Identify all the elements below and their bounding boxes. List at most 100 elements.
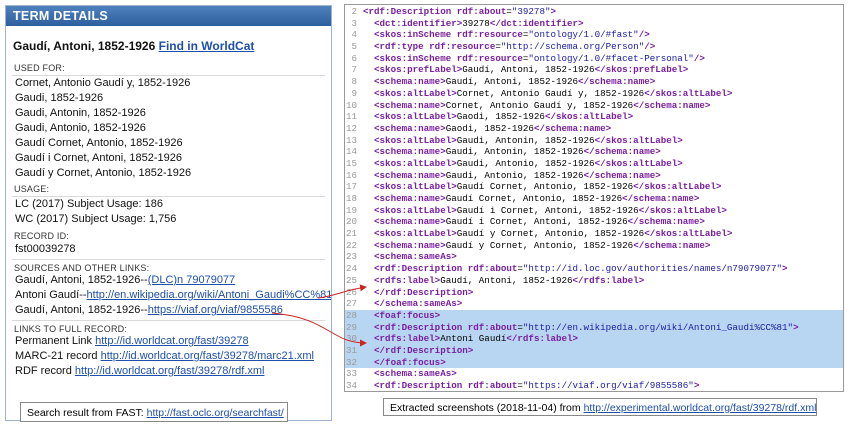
code-token: <schema:name> bbox=[374, 146, 446, 158]
code-token: Cornet, Antonio Gaudí y, 1852-1926 bbox=[456, 87, 645, 99]
code-token: "https://viaf.org/viaf/9855586" bbox=[522, 380, 694, 391]
code-token: /> bbox=[693, 52, 705, 64]
used-for-item: Gaudi, Antonio, 1852-1926 bbox=[15, 122, 146, 134]
line-number: 2 bbox=[351, 6, 357, 17]
sources-label: SOURCES AND OTHER LINKS: bbox=[14, 263, 150, 273]
line-number: 17 bbox=[345, 181, 357, 193]
code-token: </schema:name> bbox=[583, 169, 661, 181]
full-record-list: Permanent Link http://id.worldcat.org/fa… bbox=[6, 334, 331, 379]
code-line: 3 <dct:identifier>39278</dct:identifier> bbox=[345, 18, 843, 30]
link-prefix: Gaudí, Antoni, 1852-1926-- bbox=[15, 274, 148, 286]
code-token: Antoni Gaudí bbox=[440, 333, 507, 345]
code-token: <skos:altLabel> bbox=[374, 181, 457, 193]
code-token: Gaodi, 1852-1926 bbox=[456, 111, 545, 123]
line-number: 12 bbox=[345, 122, 357, 134]
external-link[interactable]: http://en.wikipedia.org/wiki/Antoni_Gaud… bbox=[86, 289, 332, 301]
code-token: Gaudi, Antonio, 1852-1926 bbox=[456, 157, 595, 169]
term-details-header: TERM DETAILS bbox=[6, 6, 331, 26]
line-number: 32 bbox=[345, 356, 357, 368]
line-number: 25 bbox=[345, 274, 357, 286]
fast-search-link[interactable]: http://fast.oclc.org/searchfast/ bbox=[146, 407, 284, 419]
code-token: rdf:about bbox=[467, 321, 518, 333]
used-for-item: Gaudí Cornet, Antonio, 1852-1926 bbox=[15, 137, 183, 149]
code-token: <dct:identifier> bbox=[374, 17, 463, 29]
line-number: 6 bbox=[351, 52, 357, 64]
code-token: Gaudi, Antonio, 1852-1926 bbox=[445, 169, 584, 181]
code-line: 32 </foaf:focus> bbox=[345, 356, 843, 369]
rdf-xml-link[interactable]: http://experimental.worldcat.org/fast/39… bbox=[583, 402, 817, 414]
find-in-worldcat-link[interactable]: Find in WorldCat bbox=[158, 39, 255, 53]
used-for-item: Gaudí i Cornet, Antoni, 1852-1926 bbox=[15, 152, 182, 164]
code-token: </schema:name> bbox=[583, 146, 661, 158]
code-line: 21 <skos:altLabel>Gaudí y Cornet, Antoni… bbox=[345, 228, 843, 240]
line-number: 3 bbox=[351, 17, 357, 29]
link-row: Gaudí, Antoni, 1852-1926--https://viaf.o… bbox=[6, 303, 331, 318]
line-number: 11 bbox=[345, 111, 357, 123]
line-number: 4 bbox=[351, 29, 357, 41]
link-prefix: Antoni Gaudí-- bbox=[15, 289, 87, 301]
code-token: = bbox=[495, 41, 501, 53]
code-token: <rdfs:label> bbox=[374, 333, 441, 345]
line-number: 28 bbox=[345, 309, 357, 321]
code-token: = bbox=[517, 263, 523, 275]
link-prefix: MARC-21 record bbox=[15, 350, 101, 362]
code-token: Gaudí y Cornet, Antonio, 1852-1926 bbox=[456, 228, 645, 240]
divider bbox=[12, 75, 325, 76]
code-token: <rdf:Description bbox=[374, 321, 468, 333]
code-token: </schema:name> bbox=[578, 76, 656, 88]
external-link[interactable]: https://viaf.org/viaf/9855586 bbox=[147, 304, 283, 316]
external-link[interactable]: (DLC)n 79079077 bbox=[147, 274, 236, 286]
external-link[interactable]: http://id.worldcat.org/fast/39278/marc21… bbox=[100, 350, 314, 362]
code-line: 34 <rdf:Description rdf:about="https://v… bbox=[345, 380, 843, 391]
code-token: </dct:identifier> bbox=[489, 17, 584, 29]
code-token: <schema:name> bbox=[374, 193, 446, 204]
code-token: <foaf:focus> bbox=[374, 309, 441, 321]
code-line: 6 <skos:inScheme rdf:resource="ontology/… bbox=[345, 53, 843, 65]
used-for-item: Gaudi, 1852-1926 bbox=[15, 92, 104, 104]
code-line: 11 <skos:altLabel>Gaodi, 1852-1926</skos… bbox=[345, 111, 843, 123]
code-line: 18 <schema:name>Gaudí Cornet, Antonio, 1… bbox=[345, 193, 843, 205]
code-line: 28 <foaf:focus> bbox=[345, 309, 843, 322]
code-line: 19 <skos:altLabel>Gaudí i Cornet, Antoni… bbox=[345, 205, 843, 217]
code-token: = bbox=[522, 29, 529, 41]
code-line: 8 <schema:name>Gaudí, Antoni, 1852-1926<… bbox=[345, 76, 843, 88]
link-row: MARC-21 record http://id.worldcat.org/fa… bbox=[6, 349, 331, 364]
external-link[interactable]: http://id.worldcat.org/fast/39278 bbox=[95, 335, 249, 347]
code-token: </schema:name> bbox=[633, 239, 711, 251]
code-token: </skos:altLabel> bbox=[594, 134, 683, 146]
code-line: 17 <skos:altLabel>Gaudí Cornet, Antonio,… bbox=[345, 181, 843, 193]
code-line: 27 </schema:sameAs> bbox=[345, 298, 843, 310]
link-prefix: Permanent Link bbox=[15, 335, 96, 347]
code-line: 9 <skos:altLabel>Cornet, Antonio Gaudí y… bbox=[345, 88, 843, 100]
link-prefix: Gaudí, Antoni, 1852-1926-- bbox=[15, 304, 148, 316]
code-token: <rdfs:label> bbox=[374, 274, 441, 286]
code-line: 30 <rdfs:label>Antoni Gaudí</rdfs:label> bbox=[345, 333, 843, 345]
code-token: > bbox=[693, 380, 700, 391]
code-token: <schema:name> bbox=[374, 239, 446, 251]
code-line: 5 <rdf:type rdf:resource="http://schema.… bbox=[345, 41, 843, 53]
divider bbox=[12, 196, 325, 197]
code-line: 2<rdf:Description rdf:about="39278"> bbox=[345, 6, 843, 18]
code-token: <rdf:Description bbox=[363, 6, 457, 17]
line-number: 29 bbox=[345, 321, 357, 333]
code-token: /> bbox=[638, 29, 650, 41]
line-number: 26 bbox=[345, 286, 357, 298]
code-token: Gaudi, Antonin, 1852-1926 bbox=[456, 134, 595, 146]
code-token: </rdf:Description> bbox=[374, 344, 474, 356]
code-line: 22 <schema:name>Gaudí y Cornet, Antonio,… bbox=[345, 240, 843, 252]
code-token: rdf:resource bbox=[456, 29, 523, 41]
code-token: </skos:altLabel> bbox=[638, 204, 727, 216]
xml-code-listing: 2<rdf:Description rdf:about="39278">3 <d… bbox=[345, 5, 843, 391]
code-token: </foaf:focus> bbox=[374, 356, 446, 368]
code-token: <skos:altLabel> bbox=[374, 228, 457, 240]
term-title: Gaudí, Antoni, 1852-1926 Find in WorldCa… bbox=[6, 26, 331, 55]
line-number: 24 bbox=[345, 263, 357, 275]
code-line: 20 <schema:name>Gaudí i Cornet, Antoni, … bbox=[345, 216, 843, 228]
code-token: </skos:altLabel> bbox=[644, 228, 733, 240]
line-number: 7 bbox=[351, 64, 357, 76]
code-line: 16 <schema:name>Gaudi, Antonio, 1852-192… bbox=[345, 170, 843, 182]
external-link[interactable]: http://id.worldcat.org/fast/39278/rdf.xm… bbox=[74, 365, 265, 377]
code-token: <skos:inScheme bbox=[374, 52, 457, 64]
code-token: > bbox=[550, 6, 556, 17]
